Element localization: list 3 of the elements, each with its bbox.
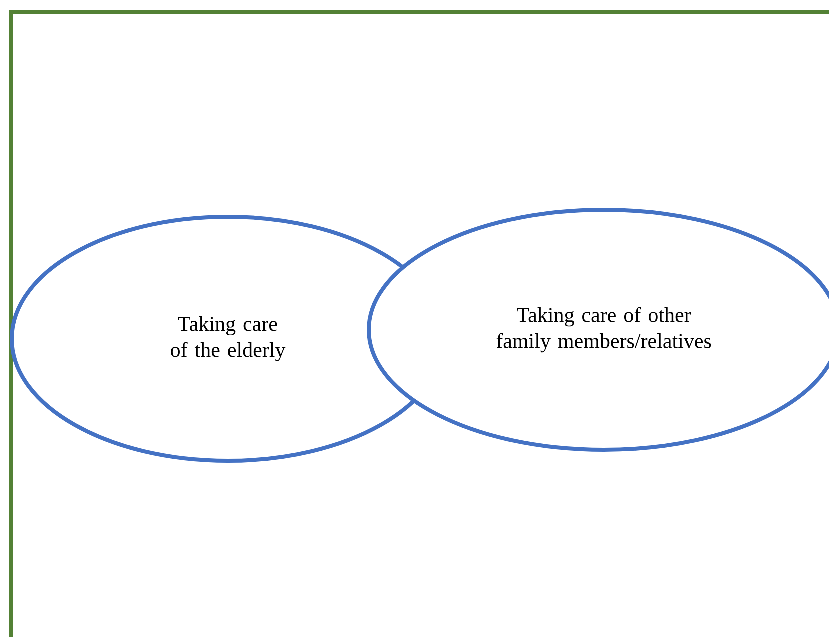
node-label: Taking care of other family members/relatives	[496, 307, 712, 353]
ellipse-node: Taking care of the elderly	[10, 215, 446, 463]
ellipse-node: Taking care of other family members/relatives	[367, 208, 829, 452]
